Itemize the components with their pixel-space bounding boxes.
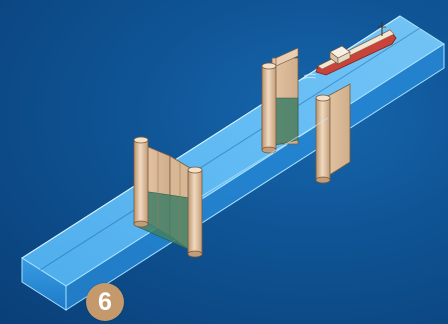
ship — [299, 22, 397, 81]
lower-gate-pillar-left-base — [133, 220, 149, 228]
canal-centerline — [39, 27, 421, 271]
upper-gate-panel-top — [275, 47, 299, 67]
ship-wake — [299, 73, 317, 81]
upper-gate-right-panel — [327, 83, 351, 177]
upper-gate-right — [315, 83, 351, 184]
lower-gate-pillar-right-base — [187, 250, 203, 258]
canal-channel — [21, 15, 445, 311]
lower-gate-pillar-left-top — [133, 136, 149, 144]
ship-bridge-front — [337, 51, 351, 65]
upper-gate-pillar-base — [261, 146, 277, 154]
lower-gate — [133, 136, 203, 258]
canal-water-surface — [21, 15, 445, 287]
lower-gate-pillar-right-top — [187, 166, 203, 174]
lock-chamber-water-line — [201, 117, 329, 197]
lower-gate-pillar-left — [133, 139, 149, 225]
canal-side-face — [65, 43, 445, 311]
upper-gate-right-pillar-top — [315, 94, 331, 102]
step-number-badge: 6 — [86, 283, 124, 321]
upper-gate-pillar — [261, 65, 277, 151]
upper-gate-pillar-top — [261, 62, 277, 70]
upper-gate-right-pillar-base — [315, 176, 331, 184]
upper-gate-left — [261, 47, 299, 154]
lower-gate-pillar-right — [187, 169, 203, 255]
upper-gate-right-pillar — [315, 97, 331, 181]
